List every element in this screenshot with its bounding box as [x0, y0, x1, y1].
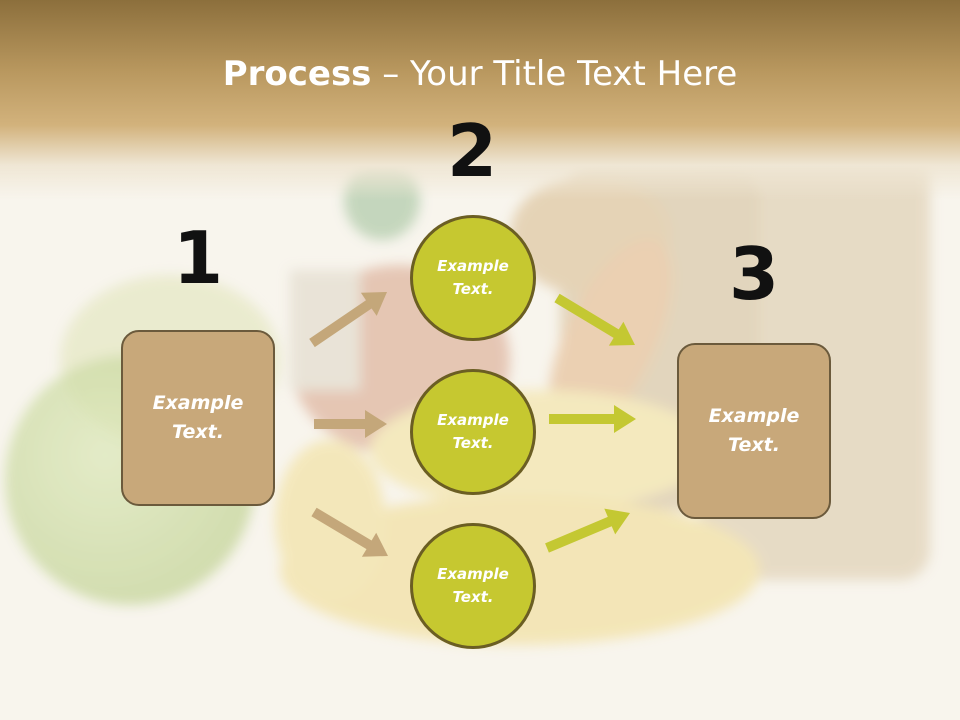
slide-title[interactable]: Process – Your Title Text Here [0, 52, 960, 96]
arrow-1-to-middle [314, 410, 387, 438]
title-rest: – Your Title Text Here [371, 54, 738, 94]
arrow-1-to-bottom [311, 507, 388, 557]
step-number-3: 3 [728, 232, 780, 316]
circle-top[interactable]: Example Text. [410, 215, 536, 341]
step-3-text: Example Text. [708, 405, 800, 456]
header-band [0, 0, 960, 200]
step-3-box[interactable]: Example Text. [677, 343, 831, 519]
circle-top-text: Example Text. [437, 257, 509, 298]
title-bold: Process [222, 54, 372, 94]
circle-bottom-text: Example Text. [437, 565, 509, 606]
arrow-bottom-to-3 [545, 508, 630, 553]
circle-middle-text: Example Text. [437, 411, 509, 452]
arrow-1-to-top [309, 292, 387, 348]
step-1-box[interactable]: Example Text. [121, 330, 275, 506]
arrow-top-to-3 [554, 293, 635, 346]
step-1-text: Example Text. [152, 392, 244, 443]
step-number-2: 2 [446, 109, 498, 193]
circle-middle[interactable]: Example Text. [410, 369, 536, 495]
arrow-middle-to-3 [549, 405, 636, 433]
step-number-1: 1 [172, 216, 224, 300]
circle-bottom[interactable]: Example Text. [410, 523, 536, 649]
